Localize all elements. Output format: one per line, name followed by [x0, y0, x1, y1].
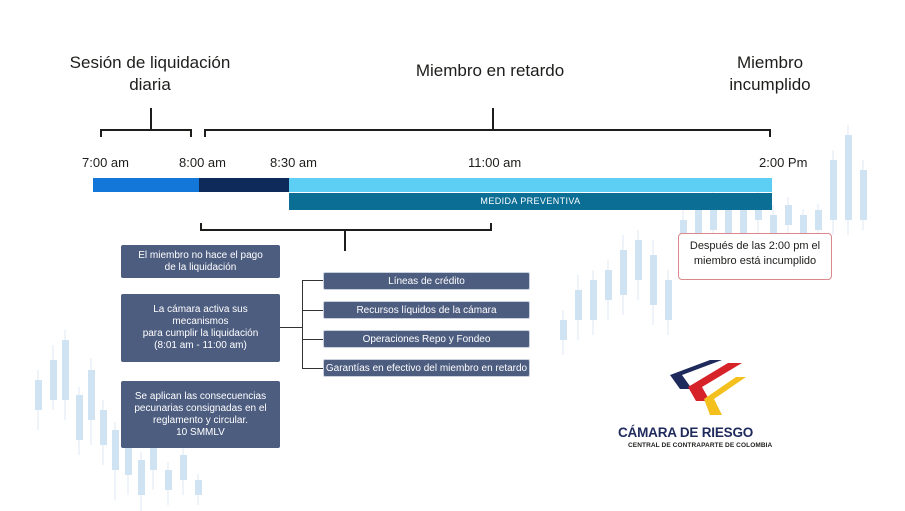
timeline-segment-grace: [199, 178, 289, 192]
camara-de-riesgo-logo: CÁMARA DE RIESGO CENTRAL DE CONTRAPARTE …: [618, 355, 793, 455]
timeline-segment-late: [289, 178, 772, 192]
time-label: 7:00 am: [82, 155, 129, 170]
mechanism-liquid-resources: Recursos líquidos de la cámara: [323, 301, 530, 319]
mechanism-credit-lines: Líneas de crédito: [323, 272, 530, 290]
step-pecuniary-consequences: Se aplican las consecuencias pecunarias …: [121, 381, 280, 448]
time-label: 2:00 Pm: [759, 155, 808, 170]
logo-name: CÁMARA DE RIESGO: [618, 425, 754, 440]
step-activate-mechanisms: La cámara activa sus mecanismos para cum…: [121, 294, 280, 362]
preventive-measure-bar: MEDIDA PREVENTIVA: [289, 193, 772, 210]
heading-daily-session: Sesión de liquidación diaria: [69, 53, 231, 94]
time-label: 8:00 am: [179, 155, 226, 170]
heading-late-member: Miembro en retardo: [415, 61, 565, 80]
logo-stripes-icon: [670, 360, 746, 415]
time-label: 11:00 am: [468, 155, 522, 170]
logo-tagline: CENTRAL DE CONTRAPARTE DE COLOMBIA: [628, 442, 773, 449]
default-alert-box: Después de las 2:00 pm el miembro está i…: [678, 233, 832, 280]
mechanism-repo-operations: Operaciones Repo y Fondeo: [323, 330, 530, 348]
time-label: 8:30 am: [270, 155, 317, 170]
step-no-payment: El miembro no hace el pago de la liquida…: [121, 245, 280, 278]
mechanism-cash-guarantees: Garantías en efectivo del miembro en ret…: [323, 359, 530, 377]
timeline-segment-session: [93, 178, 199, 192]
heading-defaulting-member: Miembro incumplido: [729, 53, 811, 94]
